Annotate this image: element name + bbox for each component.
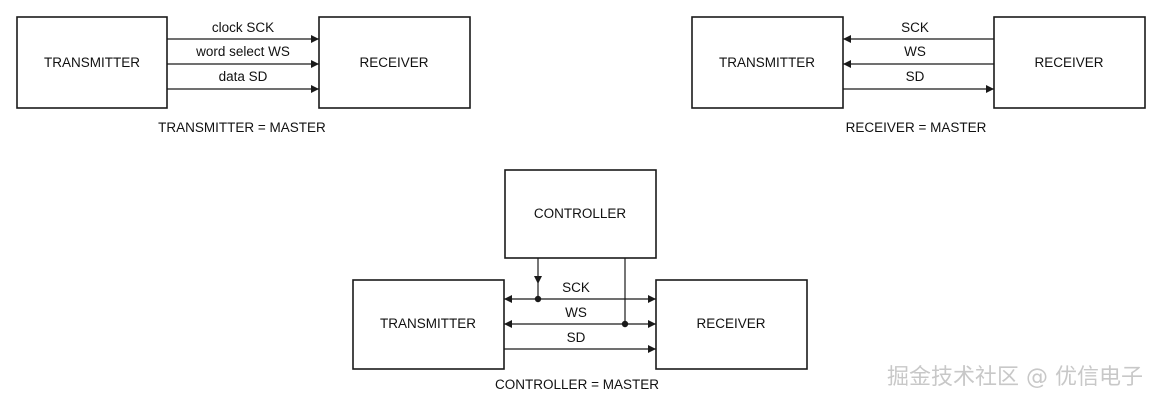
ws-label: WS xyxy=(565,305,587,320)
diagram-transmitter-master: TRANSMITTER RECEIVER clock SCK word sele… xyxy=(16,16,471,135)
sd-label: data SD xyxy=(219,69,268,84)
caption: CONTROLLER = MASTER xyxy=(495,377,659,392)
sck-label: SCK xyxy=(901,20,929,35)
controller-box xyxy=(504,169,657,259)
diagram-receiver-master: TRANSMITTER RECEIVER SCK WS SD RECEIVER … xyxy=(691,16,1146,135)
watermark-text: 掘金技术社区 @ 优信电子 xyxy=(887,365,1143,390)
receiver-label: RECEIVER xyxy=(696,316,765,331)
caption: TRANSMITTER = MASTER xyxy=(158,120,326,135)
receiver-label: RECEIVER xyxy=(359,55,428,70)
sck-label: SCK xyxy=(562,280,590,295)
controller-label: CONTROLLER xyxy=(534,206,627,221)
receiver-label: RECEIVER xyxy=(1034,55,1103,70)
transmitter-box xyxy=(352,279,505,370)
sd-label: SD xyxy=(567,330,586,345)
receiver-box xyxy=(655,279,808,370)
sck-label: clock SCK xyxy=(212,20,274,35)
sck-junction-dot xyxy=(534,295,542,303)
caption: RECEIVER = MASTER xyxy=(846,120,987,135)
transmitter-box xyxy=(16,16,168,109)
receiver-box xyxy=(318,16,471,109)
sd-label: SD xyxy=(906,69,925,84)
transmitter-label: TRANSMITTER xyxy=(44,55,140,70)
transmitter-label: TRANSMITTER xyxy=(719,55,815,70)
ws-label: word select WS xyxy=(195,44,290,59)
receiver-box xyxy=(993,16,1146,109)
transmitter-box xyxy=(691,16,844,109)
ws-label: WS xyxy=(904,44,926,59)
diagram-controller-master: CONTROLLER TRANSMITTER RECEIVER SCK WS S… xyxy=(352,169,808,392)
transmitter-label: TRANSMITTER xyxy=(380,316,476,331)
ws-junction-dot xyxy=(621,320,629,328)
